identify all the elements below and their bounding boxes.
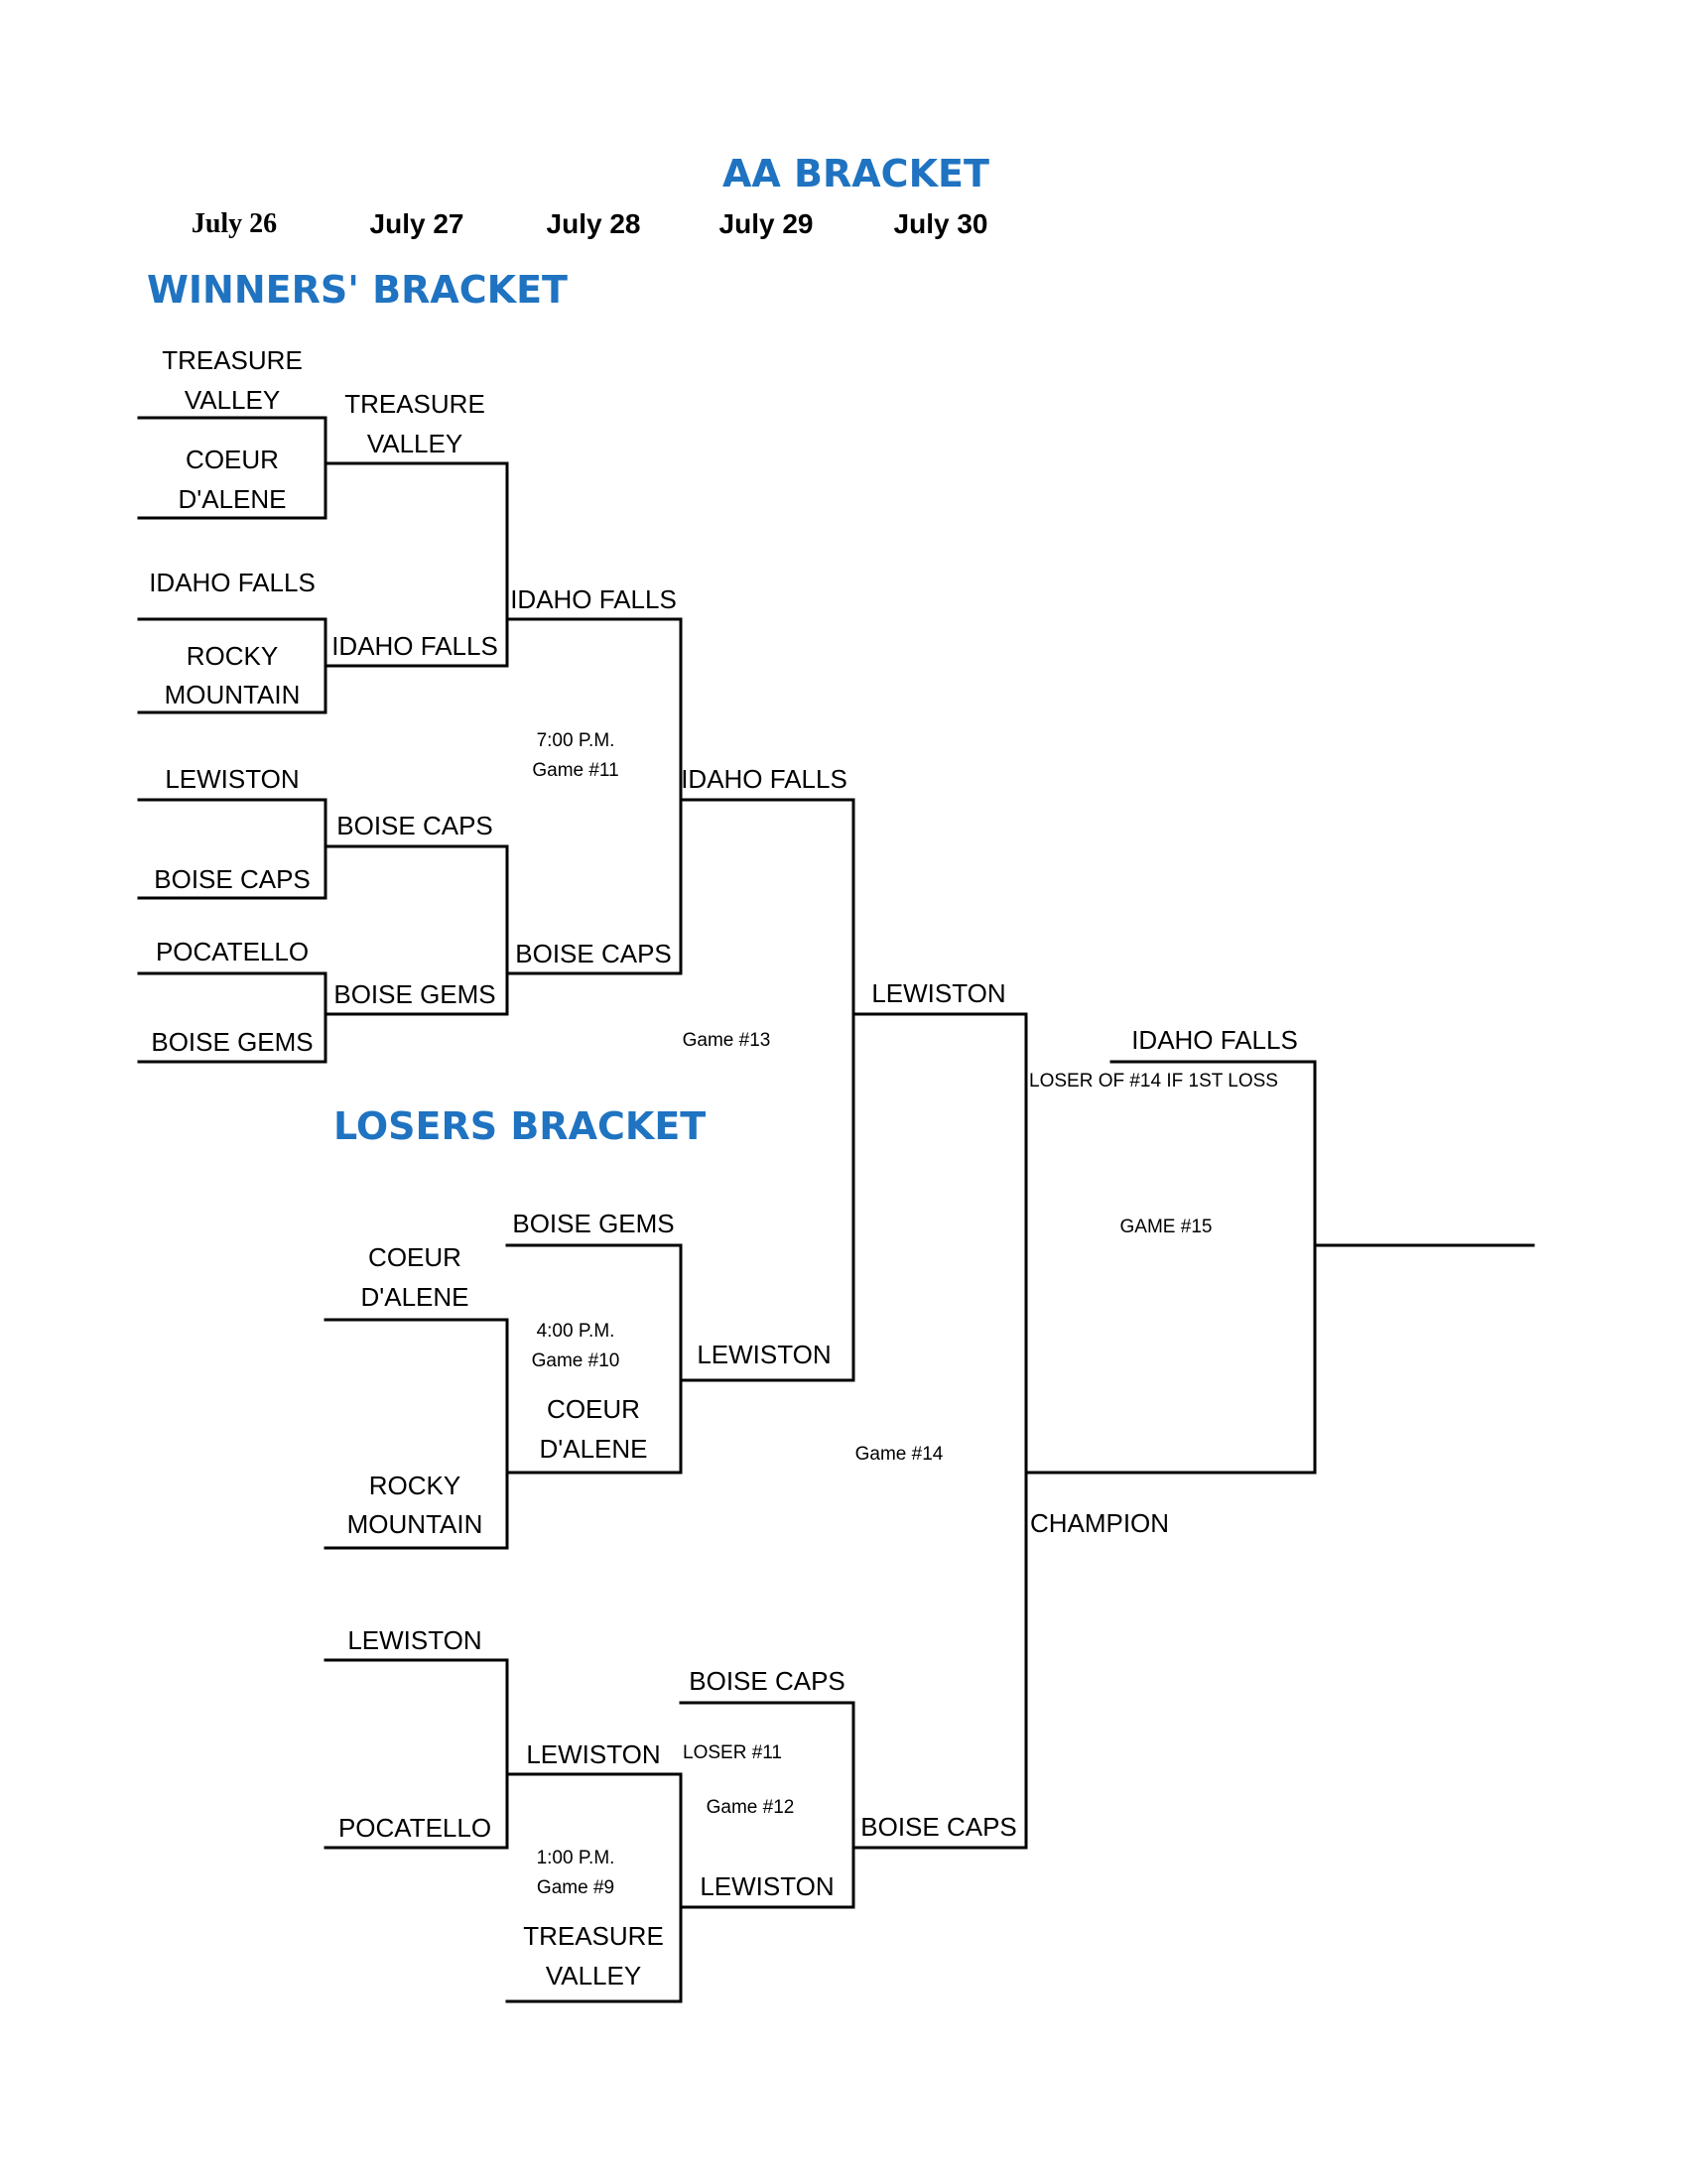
team-name: BOISE CAPS (154, 864, 311, 894)
game-time: 4:00 P.M. (536, 1321, 615, 1342)
team-name: POCATELLO (337, 1813, 492, 1843)
team-name: COEUR (186, 445, 279, 474)
losers-bracket-title: LOSERS BRACKET (333, 1104, 707, 1148)
team-name: D'ALENE (178, 484, 287, 514)
team-name: IDAHO FALLS (331, 631, 498, 661)
date-label: July 26 (191, 208, 278, 239)
team-name: LEWISTON (697, 1340, 832, 1369)
bracket-line (137, 798, 327, 900)
team-name: LEWISTON (871, 978, 1006, 1008)
bracket-line (505, 617, 683, 975)
team-name: D'ALENE (360, 1282, 469, 1312)
game-number: Game #9 (536, 1877, 615, 1898)
team-name: ROCKY (368, 1471, 461, 1500)
bracket-line (324, 844, 509, 1016)
bracket-line (324, 1658, 509, 1850)
team-name: IDAHO FALLS (510, 584, 677, 614)
date-label: July 29 (718, 208, 814, 239)
date-label: July 28 (546, 208, 641, 239)
team-name: BOISE CAPS (689, 1666, 845, 1696)
team-name: BOISE GEMS (333, 979, 496, 1009)
game-note: LOSER #11 (683, 1742, 782, 1763)
bracket-line (324, 1318, 509, 1550)
bracket-line (679, 798, 855, 1382)
team-name: LEWISTON (165, 764, 300, 794)
team-name: BOISE GEMS (151, 1027, 314, 1057)
team-name: TREASURE (523, 1921, 664, 1951)
team-name: VALLEY (545, 1961, 642, 1991)
game-number: Game #13 (682, 1030, 771, 1051)
team-name: IDAHO FALLS (1131, 1025, 1298, 1055)
team-name: VALLEY (184, 385, 281, 415)
team-name: BOISE CAPS (336, 811, 493, 840)
bracket-line (137, 416, 327, 520)
bracket-line (1024, 1060, 1317, 1475)
team-name: LEWISTON (700, 1871, 835, 1901)
team-name: IDAHO FALLS (149, 568, 316, 597)
game-number: Game #12 (706, 1797, 795, 1818)
team-name: POCATELLO (155, 937, 310, 966)
bracket-line (137, 971, 327, 1064)
game-note: LOSER OF #14 IF 1ST LOSS (1029, 1071, 1278, 1092)
bracket-line (505, 1243, 683, 1475)
team-name: IDAHO FALLS (681, 764, 847, 794)
team-name: BOISE CAPS (515, 939, 672, 968)
game-number: GAME #15 (1119, 1217, 1213, 1237)
bracket-line (324, 461, 509, 668)
game-number: Game #14 (854, 1444, 944, 1465)
team-name: BOISE CAPS (860, 1812, 1017, 1842)
bracket-line (851, 1012, 1028, 1850)
champion-label: CHAMPION (1029, 1508, 1170, 1538)
team-name: TREASURE (344, 389, 485, 419)
team-name: LEWISTON (347, 1625, 482, 1655)
team-name: MOUNTAIN (164, 680, 301, 709)
team-name: BOISE GEMS (512, 1209, 675, 1238)
game-number: Game #10 (531, 1350, 620, 1371)
team-name: D'ALENE (539, 1434, 648, 1464)
team-name: LEWISTON (526, 1739, 661, 1769)
game-time: 1:00 P.M. (536, 1848, 615, 1868)
page-title: AA BRACKET (722, 152, 989, 195)
game-time: 7:00 P.M. (536, 730, 615, 751)
team-name: MOUNTAIN (346, 1509, 483, 1539)
game-number: Game #11 (532, 760, 619, 781)
winners-bracket-title: WINNERS' BRACKET (147, 268, 568, 312)
team-name: VALLEY (366, 429, 463, 458)
date-label: July 30 (893, 208, 988, 239)
bracket-line (679, 1701, 855, 1909)
team-name: ROCKY (186, 641, 279, 671)
date-label: July 27 (369, 208, 464, 239)
team-name: TREASURE (162, 345, 303, 375)
bracket-line (505, 1772, 683, 2003)
team-name: COEUR (368, 1242, 461, 1272)
team-name: COEUR (547, 1394, 640, 1424)
